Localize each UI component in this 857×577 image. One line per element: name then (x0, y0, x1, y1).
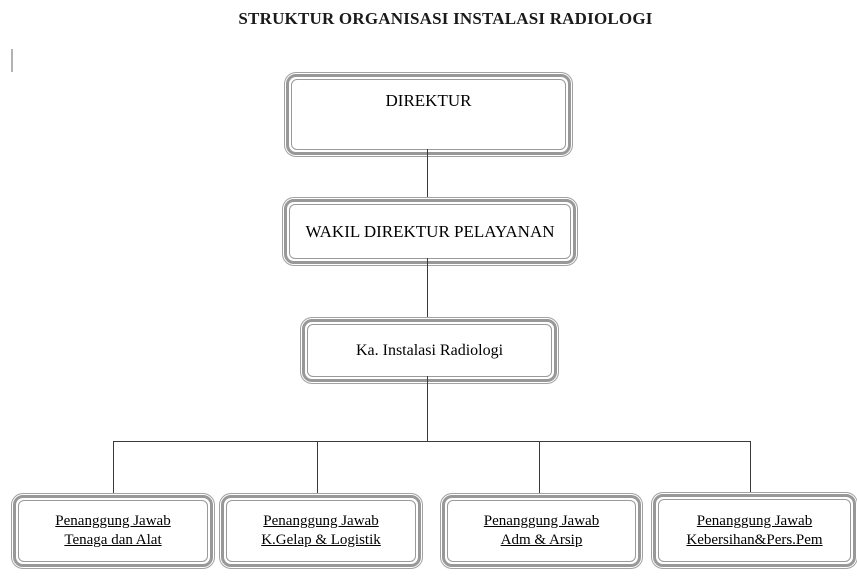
node-pj-kebersihan-line1: Penanggung Jawab (696, 512, 813, 529)
node-pj-kgelap-logistik-line2: K.Gelap & Logistik (261, 532, 381, 548)
page-title: STRUKTUR ORGANISASI INSTALASI RADIOLOGI (238, 9, 653, 28)
node-pj-tenaga-alat-line2: Tenaga dan Alat (64, 532, 162, 548)
node-direktur: DIREKTUR (286, 74, 571, 155)
connector-drop-tenaga (113, 441, 114, 495)
node-pj-kgelap-logistik: Penanggung Jawab K.Gelap & Logistik (221, 495, 421, 567)
connector-drop-kebersihan (750, 441, 751, 495)
left-margin-tick (11, 49, 13, 72)
node-pj-adm-arsip-line1: Penanggung Jawab (483, 513, 600, 529)
connector-drop-kgelap (317, 441, 318, 495)
node-pj-kebersihan: Penanggung Jawab Kebersihan&Pers.Pem (653, 494, 856, 567)
connector-drop-adm (539, 441, 540, 495)
node-pj-adm-arsip: Penanggung Jawab Adm & Arsip (442, 495, 641, 567)
connector-ka-bus (427, 376, 428, 441)
node-wakil-direktur-label: WAKIL DIREKTUR PELAYANAN (305, 221, 555, 241)
node-pj-tenaga-alat: Penanggung Jawab Tenaga dan Alat (13, 495, 213, 567)
node-direktur-label: DIREKTUR (385, 91, 472, 110)
node-pj-kgelap-logistik-line1: Penanggung Jawab (263, 513, 379, 529)
connector-bus (113, 441, 751, 442)
node-ka-instalasi-label: Ka. Instalasi Radiologi (355, 341, 504, 359)
node-wakil-direktur: WAKIL DIREKTUR PELAYANAN (284, 199, 576, 264)
connector-wakil-ka (427, 258, 428, 319)
connector-direktur-wakil (427, 149, 428, 199)
node-ka-instalasi: Ka. Instalasi Radiologi (302, 319, 557, 382)
node-pj-kebersihan-line2: Kebersihan&Pers.Pem (686, 531, 823, 548)
node-pj-adm-arsip-line2: Adm & Arsip (500, 532, 583, 548)
node-pj-tenaga-alat-line1: Penanggung Jawab (55, 513, 171, 529)
